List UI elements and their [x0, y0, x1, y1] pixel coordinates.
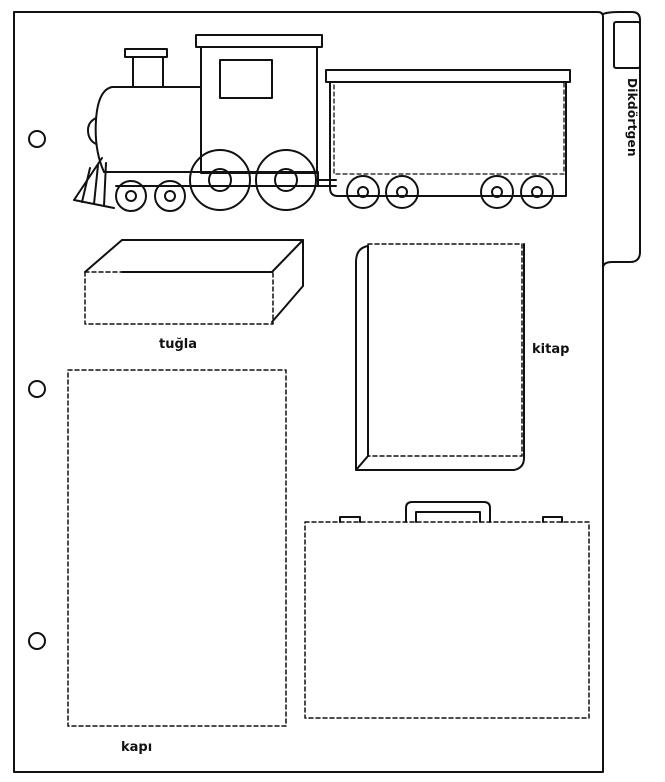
train-engine-icon	[73, 34, 337, 212]
tab-window	[613, 21, 641, 69]
book-icon	[355, 243, 525, 471]
door-icon	[67, 369, 287, 727]
tab-label: Dikdörtgen	[625, 78, 639, 157]
book-label: kitap	[532, 342, 570, 357]
briefcase-icon	[304, 501, 590, 719]
binder-hole-icon	[28, 632, 46, 650]
binder-hole-icon	[28, 380, 46, 398]
brick-icon	[84, 239, 304, 325]
train-wagon-icon	[325, 69, 571, 209]
door-label: kapı	[121, 740, 153, 755]
binder-hole-icon	[28, 130, 46, 148]
index-tab	[602, 11, 641, 269]
brick-label: tuğla	[159, 337, 198, 352]
page-outline	[13, 11, 604, 773]
